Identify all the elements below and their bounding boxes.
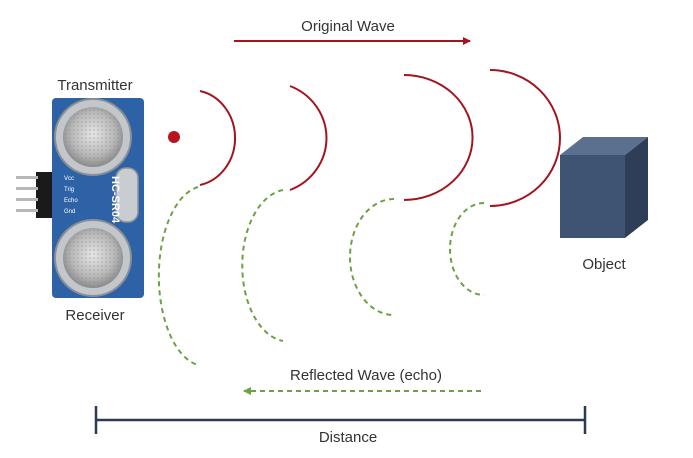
object-label: Object xyxy=(582,256,626,273)
pin-label-gnd: Gnd xyxy=(64,209,75,215)
pin-header xyxy=(16,172,54,218)
pin-label-echo: Echo xyxy=(64,198,78,204)
receiver-label: Receiver xyxy=(65,307,124,324)
transmitter-label: Transmitter xyxy=(57,77,132,94)
cube-top xyxy=(560,137,648,155)
transmitter-transducer xyxy=(54,98,132,176)
wavefront-4 xyxy=(489,69,561,207)
pin-label-trig: Trig xyxy=(64,187,74,193)
wavefront-1 xyxy=(199,90,236,186)
reflected-wave-label: Reflected Wave (echo) xyxy=(290,367,442,384)
distance-bar xyxy=(94,406,587,434)
distance-label: Distance xyxy=(319,429,377,446)
echo-1 xyxy=(157,186,199,366)
receiver-transducer xyxy=(54,219,132,297)
echo-3 xyxy=(349,198,395,316)
echo-4 xyxy=(449,202,485,296)
echo-2 xyxy=(241,189,284,342)
wavefront-3 xyxy=(403,74,474,201)
sensor-model-label: HC-SR04 xyxy=(109,176,121,224)
original-wave-label: Original Wave xyxy=(301,18,395,35)
red-dot-icon xyxy=(168,131,180,143)
reflected-wavefronts xyxy=(157,186,485,366)
crystal xyxy=(115,167,139,223)
cube-front xyxy=(560,155,625,238)
pin-label-vcc: Vcc xyxy=(64,176,74,182)
original-wavefronts xyxy=(199,69,561,207)
cube-icon xyxy=(560,137,648,238)
ultrasonic-sensor-icon: HC-SR04 Vcc Trig Echo Gnd xyxy=(16,98,144,298)
wavefront-2 xyxy=(289,85,328,191)
cube-side xyxy=(625,137,648,238)
